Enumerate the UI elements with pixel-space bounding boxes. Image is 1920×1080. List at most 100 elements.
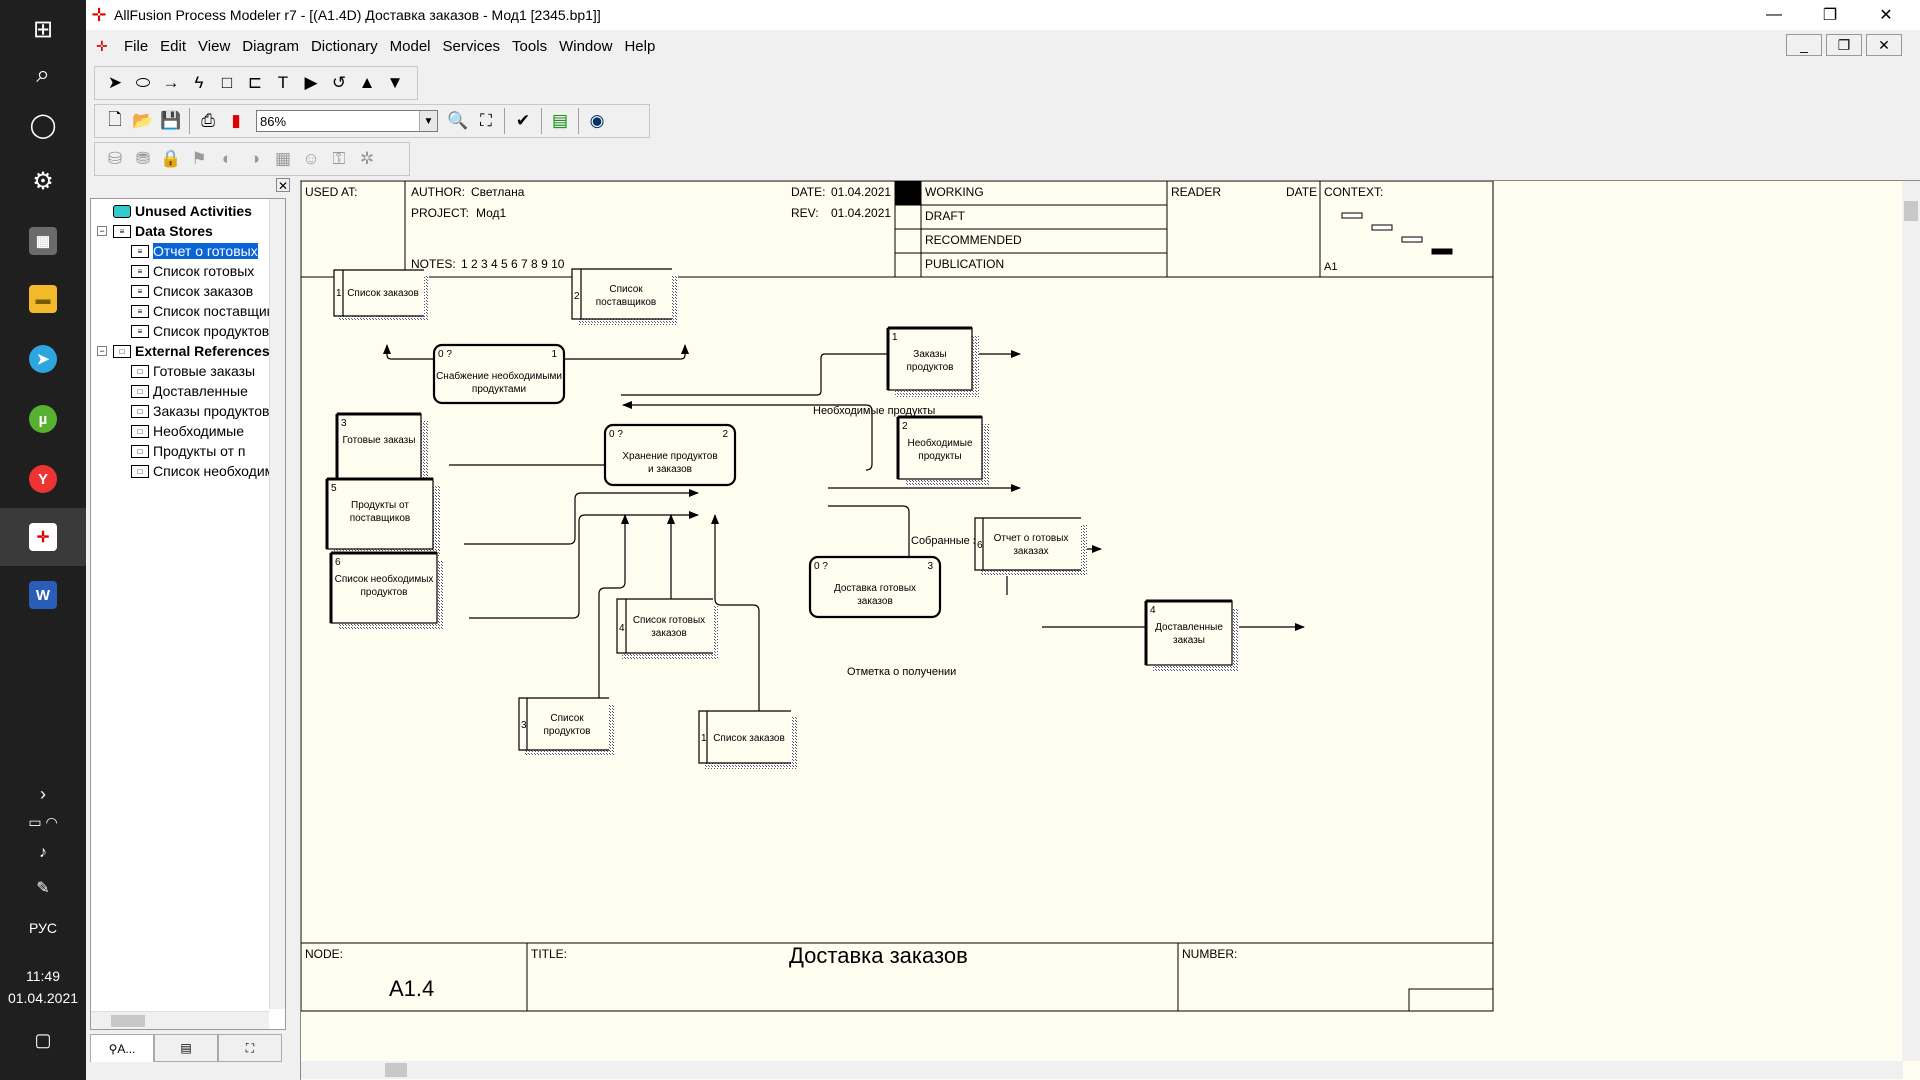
tree-item-data-store[interactable]: ≡ Список заказов: [131, 281, 253, 301]
allfusion-taskbar-icon[interactable]: ✛: [0, 508, 86, 566]
data-store[interactable]: 2 Список поставщиков: [571, 268, 678, 325]
menu-model[interactable]: Model: [389, 37, 431, 55]
word-icon[interactable]: W: [0, 566, 86, 624]
print-icon[interactable]: ⎙: [201, 111, 215, 130]
tab-objects[interactable]: ⛶: [218, 1034, 282, 1062]
utorrent-icon[interactable]: µ: [0, 390, 86, 448]
external-reference[interactable]: 3 Готовые заказы: [335, 412, 428, 487]
menu-services[interactable]: Services: [442, 37, 501, 55]
tree-group-unused-activities[interactable]: Unused Activities: [113, 201, 252, 221]
clock-date[interactable]: 01.04.2021: [7, 990, 79, 1006]
clock-time[interactable]: 11:49: [26, 968, 60, 984]
scroll-thumb[interactable]: [385, 1063, 407, 1077]
notification-icon[interactable]: ▢: [34, 1030, 52, 1050]
color-palette-icon[interactable]: ▮: [231, 111, 241, 130]
menu-tools[interactable]: Tools: [512, 37, 548, 55]
process-activity[interactable]: 0 ? 2 Хранение продуктов и заказов: [603, 423, 737, 487]
mdi-restore-button[interactable]: ❐: [1826, 34, 1862, 56]
file-explorer-icon[interactable]: ▬: [0, 270, 86, 328]
tab-activities[interactable]: ⚲ A...: [90, 1034, 154, 1062]
pen-icon[interactable]: ✎: [36, 880, 50, 897]
settings-gear-icon[interactable]: ⚙: [32, 167, 54, 195]
tree-item-external[interactable]: □ Продукты от п: [131, 441, 246, 461]
scroll-thumb[interactable]: [111, 1015, 145, 1027]
save-icon[interactable]: 💾: [160, 111, 182, 130]
model-mart-icon[interactable]: ◉: [589, 111, 605, 130]
external-reference[interactable]: 5 Продукты от поставщиков: [325, 477, 440, 556]
spell-check-icon[interactable]: ✔: [515, 111, 531, 130]
tree-item-data-store[interactable]: ≡ Список готовых: [131, 261, 254, 281]
data-store-tool-icon[interactable]: ⊏: [247, 73, 263, 92]
tree-item-data-store[interactable]: ≡ Список поставщиков: [131, 301, 285, 321]
zoom-fit-icon[interactable]: ⛶: [480, 111, 492, 130]
menu-file[interactable]: File: [124, 37, 149, 55]
tree-item-data-store[interactable]: ≡ Отчет о готовых: [131, 241, 258, 261]
collapse-icon[interactable]: −: [97, 346, 107, 356]
scroll-thumb[interactable]: [1904, 201, 1918, 221]
chevron-right-icon[interactable]: ›: [40, 784, 46, 804]
app-icon[interactable]: ▦: [0, 212, 86, 270]
tree-item-external[interactable]: □ Заказы продуктов: [131, 401, 269, 421]
external-reference[interactable]: 4 Доставленные заказы: [1144, 599, 1239, 672]
language-indicator[interactable]: РУС: [28, 920, 58, 936]
menu-edit[interactable]: Edit: [160, 37, 187, 55]
text-tool-icon[interactable]: T: [277, 73, 289, 92]
external-reference[interactable]: 2 Необходимые продукты: [896, 415, 989, 486]
search-icon[interactable]: ⌕: [36, 61, 50, 88]
open-folder-icon[interactable]: 📂: [132, 111, 154, 130]
tree-item-external[interactable]: □ Доставленные: [131, 381, 248, 401]
tree-item-external[interactable]: □ Список необходимых: [131, 461, 285, 481]
process-activity[interactable]: 0 ? 3 Доставка готовых заказов: [808, 555, 942, 619]
process-activity[interactable]: 0 ? 1 Снабжение необходимыми продуктами: [432, 343, 566, 405]
menu-dictionary[interactable]: Dictionary: [310, 37, 378, 55]
external-tool-icon[interactable]: □: [221, 73, 233, 92]
tray-icons[interactable]: ▭ ◠: [28, 814, 58, 830]
flow-p1-to-e1[interactable]: [621, 350, 1021, 396]
mdi-minimize-button[interactable]: _: [1786, 34, 1822, 56]
menu-diagram[interactable]: Diagram: [242, 37, 299, 55]
arrow-tool-icon[interactable]: →: [162, 73, 180, 92]
tree-group-data-stores[interactable]: ≡ Data Stores: [113, 221, 213, 241]
data-store[interactable]: 1 Список заказов: [333, 269, 429, 321]
tree-item-external[interactable]: □ Необходимые: [131, 421, 244, 441]
model-explorer-icon[interactable]: ▤: [551, 111, 569, 130]
collapse-icon[interactable]: −: [97, 226, 107, 236]
squiggle-tool-icon[interactable]: ϟ: [194, 73, 204, 92]
cortana-icon[interactable]: ◯: [29, 111, 57, 139]
go-down-icon[interactable]: ▼: [386, 73, 404, 92]
tree-vertical-scrollbar[interactable]: [269, 199, 285, 1009]
diagram-canvas[interactable]: USED AT: AUTHOR: Светлана PROJECT: Мод1 …: [300, 180, 1920, 1080]
panel-close-icon[interactable]: ✕: [276, 178, 290, 193]
tree-item-external[interactable]: □ Готовые заказы: [131, 361, 255, 381]
zoom-in-icon[interactable]: 🔍: [447, 111, 469, 130]
yandex-browser-icon[interactable]: Y: [0, 450, 86, 508]
diagram-vertical-scrollbar[interactable]: [1902, 181, 1920, 1061]
flow-e5-to-p2[interactable]: [469, 511, 699, 619]
data-store[interactable]: 4 Список готовых заказов: [616, 598, 718, 659]
zoom-select[interactable]: 86% ▼: [256, 110, 438, 132]
chevron-down-icon[interactable]: ▼: [419, 111, 437, 131]
flow-receipt-mark[interactable]: [711, 514, 760, 711]
next-tool-icon[interactable]: ▶: [304, 73, 318, 92]
external-reference[interactable]: 1 Заказы продуктов: [886, 326, 979, 397]
flow-needed-products[interactable]: [622, 401, 873, 471]
rotate-tool-icon[interactable]: ↺: [331, 73, 347, 92]
document-icon[interactable]: ✛: [96, 37, 108, 54]
data-store[interactable]: 6 Отчет о готовых заказах: [974, 517, 1087, 576]
go-up-icon[interactable]: ▲: [358, 73, 376, 92]
windows-start-icon[interactable]: ⊞: [32, 15, 54, 43]
menu-view[interactable]: View: [198, 37, 231, 55]
activity-tool-icon[interactable]: ⬭: [135, 73, 151, 92]
volume-icon[interactable]: ♪: [39, 844, 47, 861]
tree-horizontal-scrollbar[interactable]: [91, 1011, 269, 1029]
pointer-tool-icon[interactable]: ➤: [107, 73, 123, 92]
menu-window[interactable]: Window: [559, 37, 613, 55]
flow-collected-orders[interactable]: [828, 505, 913, 592]
minimize-button[interactable]: —: [1766, 6, 1782, 23]
maximize-button[interactable]: ❐: [1822, 7, 1838, 24]
mdi-close-button[interactable]: ✕: [1866, 34, 1902, 56]
data-store[interactable]: 3 Список продуктов: [518, 697, 615, 756]
diagram-horizontal-scrollbar[interactable]: [301, 1061, 1903, 1079]
new-file-icon[interactable]: 🗋: [108, 109, 122, 129]
telegram-icon[interactable]: ➤: [0, 330, 86, 388]
